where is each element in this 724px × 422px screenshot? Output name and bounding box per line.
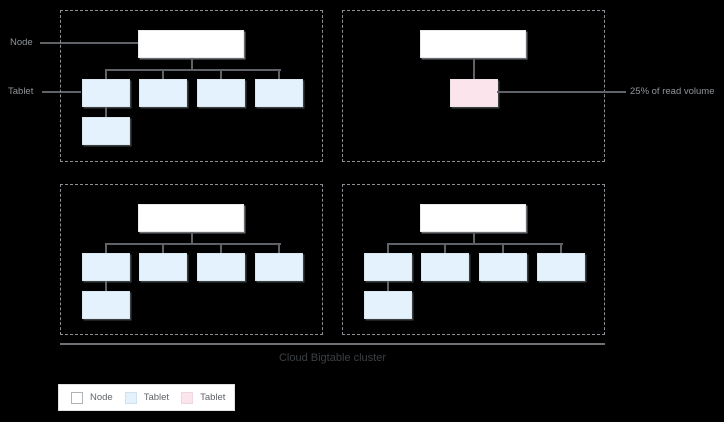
legend: Node Tablet Tablet <box>58 384 235 411</box>
tablet-box <box>537 253 585 281</box>
tablet-box <box>255 79 303 107</box>
node-group-top-right <box>342 10 605 162</box>
tablet-box <box>364 253 412 281</box>
legend-label-tablet: Tablet <box>143 392 170 403</box>
overflow-tablet-box <box>364 291 412 319</box>
connector-overflow-stub <box>387 281 389 291</box>
connector-node-stub <box>191 232 193 243</box>
connector-node-stub <box>191 58 193 69</box>
tablet-callout-line <box>42 91 81 93</box>
connector-drop <box>162 69 164 79</box>
legend-swatch-node <box>71 391 83 404</box>
tablet-box <box>197 79 245 107</box>
tablet-callout-label: Tablet <box>8 86 34 97</box>
read-volume-callout-label: 25% of read volume <box>630 86 715 97</box>
connector-drop <box>220 243 222 253</box>
node-box <box>420 30 526 58</box>
hot-tablet-box <box>450 79 498 107</box>
node-group-bottom-left <box>60 184 323 335</box>
connector-drop <box>105 69 107 79</box>
connector-drop <box>444 243 446 253</box>
tablet-box <box>479 253 527 281</box>
read-volume-callout-line <box>497 91 626 93</box>
connector-branch <box>106 243 281 245</box>
tablet-box <box>197 253 245 281</box>
tablet-box <box>82 79 130 107</box>
cluster-label: Cloud Bigtable cluster <box>278 352 386 364</box>
connector-drop <box>162 243 164 253</box>
connector-drop <box>560 243 562 253</box>
cluster-bracket-line <box>60 343 605 345</box>
connector-node-stub <box>473 58 475 79</box>
node-callout-line <box>40 42 138 44</box>
connector-drop <box>220 69 222 79</box>
legend-label-hot-tablet: Tablet <box>200 392 226 403</box>
node-box <box>420 204 526 232</box>
node-box <box>138 204 244 232</box>
tablet-box <box>139 79 187 107</box>
connector-drop <box>105 243 107 253</box>
legend-label-node: Node <box>90 392 113 403</box>
legend-swatch-tablet <box>124 391 137 404</box>
connector-node-stub <box>473 232 475 243</box>
tablet-box <box>255 253 303 281</box>
node-callout-label: Node <box>10 37 33 48</box>
connector-drop <box>502 243 504 253</box>
connector-branch <box>106 69 281 71</box>
connector-branch <box>388 243 563 245</box>
tablet-box <box>82 253 130 281</box>
connector-overflow-stub <box>105 281 107 291</box>
connector-drop <box>278 69 280 79</box>
node-box <box>138 30 244 58</box>
overflow-tablet-box <box>82 291 130 319</box>
connector-drop <box>387 243 389 253</box>
tablet-box <box>421 253 469 281</box>
connector-overflow-stub <box>105 107 107 117</box>
legend-swatch-hot-tablet <box>181 391 194 404</box>
node-group-bottom-right <box>342 184 605 335</box>
connector-drop <box>278 243 280 253</box>
tablet-box <box>139 253 187 281</box>
overflow-tablet-box <box>82 117 130 145</box>
node-group-top-left <box>60 10 323 162</box>
